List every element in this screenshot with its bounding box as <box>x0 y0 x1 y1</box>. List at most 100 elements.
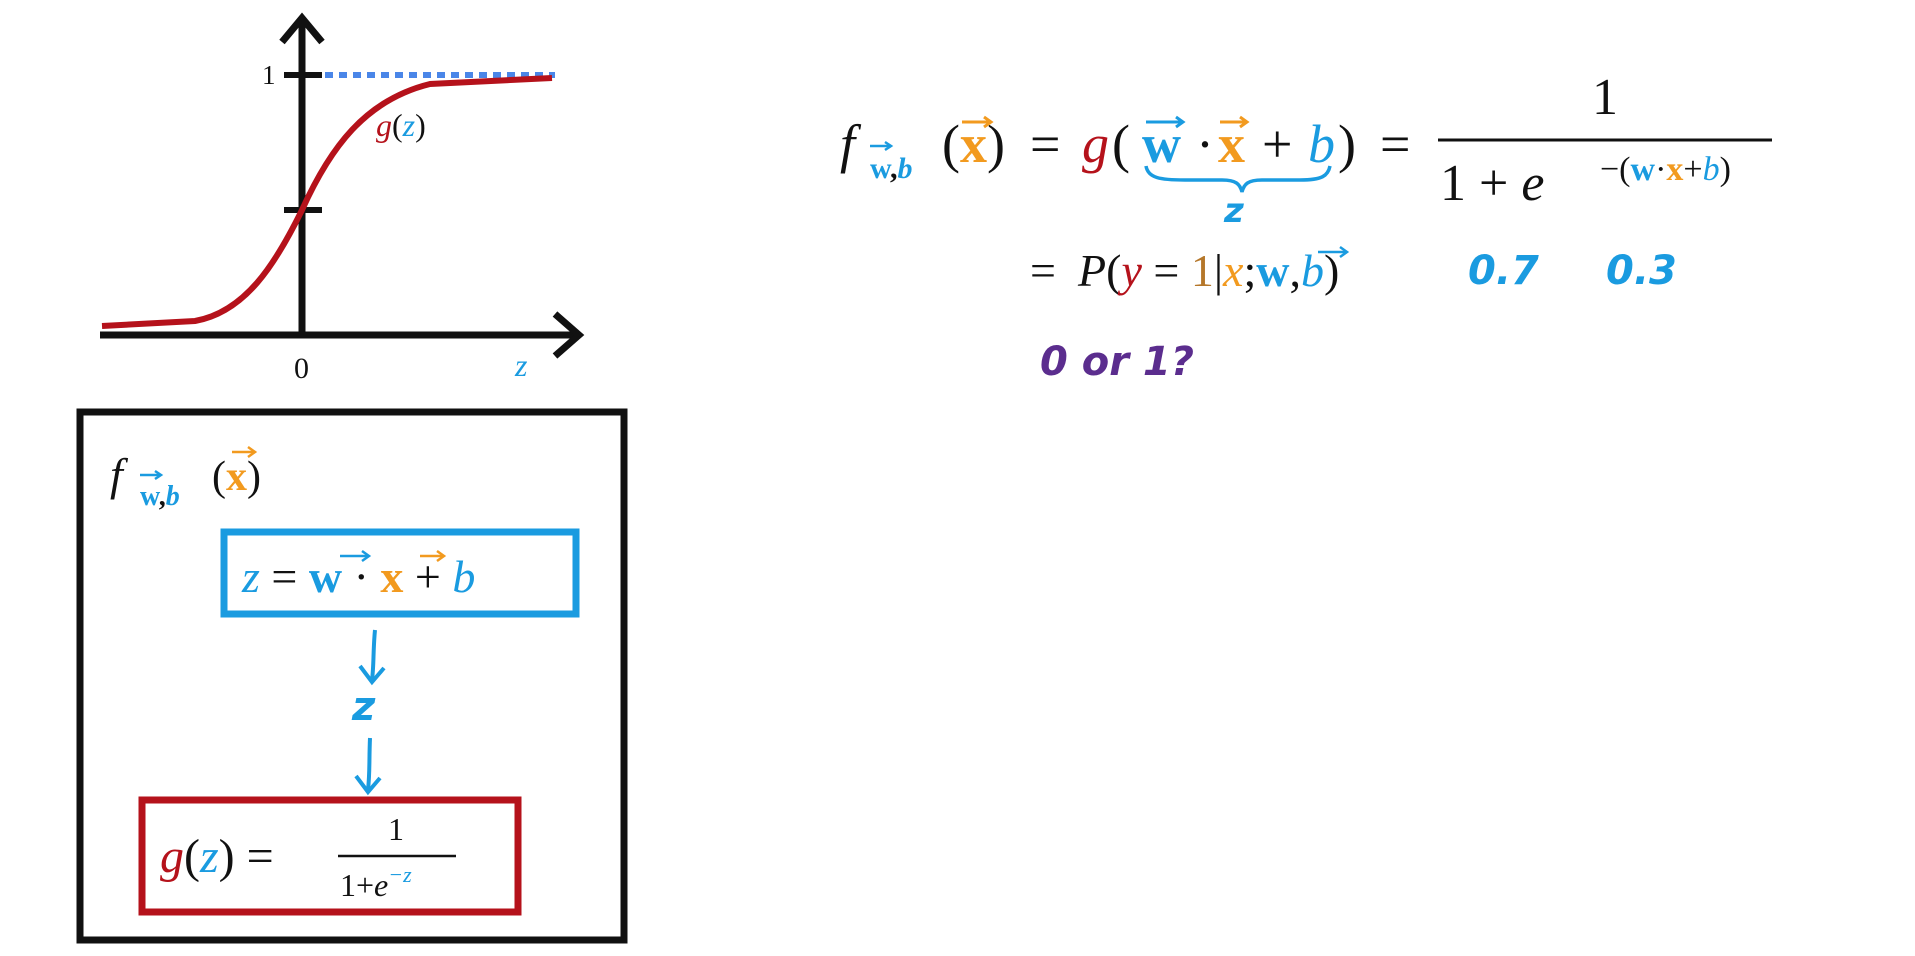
formula-exp-minus: −( <box>1600 151 1631 188</box>
sigmoid-def-g: g <box>160 830 184 883</box>
arrow-down-1-head <box>358 664 386 686</box>
formula-exp-x: x <box>1666 151 1683 188</box>
x-zero-label: 0 <box>294 352 309 385</box>
formula-sub-b: b <box>898 152 913 185</box>
formula-w: w <box>1142 114 1181 174</box>
prob-value-a: 0.7 <box>1468 248 1539 294</box>
sigmoid-curve <box>101 75 553 329</box>
formula-dot: · <box>1196 114 1214 174</box>
box-f-label: f <box>110 449 129 500</box>
y-axis-arrowhead <box>279 12 325 45</box>
curve-label-close: ) <box>415 107 426 143</box>
prob-w: w <box>1256 245 1289 296</box>
sigmoid-def-denominator: 1+e−z <box>340 862 412 903</box>
z-def-dot: · <box>342 551 380 602</box>
formula-g: g <box>1082 114 1109 174</box>
sigmoid-def-den-prefix: 1+ <box>340 867 374 903</box>
prob-comma: , <box>1289 245 1301 296</box>
box-f-subscript: w,b <box>140 481 180 512</box>
formula-x1-head <box>983 115 994 129</box>
formula-x2-head <box>1239 115 1250 129</box>
prob-P: P <box>1077 245 1106 296</box>
box-f-arg: (x) <box>212 454 261 500</box>
prob-w-head <box>1339 245 1350 259</box>
z-definition-box <box>220 528 580 618</box>
x-axis-arrowhead <box>552 311 585 359</box>
box-f-sub-comma: , <box>159 481 166 512</box>
z-def-w: w <box>309 551 342 602</box>
arrow-down-1 <box>370 629 377 681</box>
curve-label-arg: z <box>402 107 416 143</box>
formula-den-e: e <box>1521 155 1544 212</box>
z-def-x-vector-head <box>436 549 447 563</box>
formula-sub-w-head <box>884 140 894 152</box>
formula-eq1: = <box>1030 114 1060 174</box>
sigmoid-def-numerator: 1 <box>388 811 404 847</box>
formula-eq2: = <box>1380 114 1410 174</box>
box-f-sub-w: w <box>140 481 161 512</box>
arrow-down-2-head <box>354 774 382 796</box>
prob-open: ( <box>1106 245 1121 296</box>
prob-eq: = <box>1030 245 1056 296</box>
formula-exp-dot: · <box>1655 151 1666 188</box>
probability-interpretation: = P(y = 1|x;w,b) 0.7 0.3 <box>1030 245 1677 296</box>
box-f-symbol: f <box>110 449 129 500</box>
sigmoid-def-den-exp: −z <box>388 862 412 887</box>
curve-label-open: ( <box>392 107 403 143</box>
formula-plus: + <box>1262 114 1292 174</box>
formula-w-head <box>1175 115 1186 129</box>
formula-exp-close: ) <box>1720 151 1731 188</box>
formula-open2: ( <box>1112 114 1130 174</box>
model-pipeline-box: f w,b (x) z = w · x + b z g(z) = 1 <box>76 408 628 944</box>
z-def-w-vector-head <box>361 549 372 563</box>
formula-frac-numerator: 1 <box>1592 69 1618 126</box>
formula-underbrace <box>1144 165 1332 193</box>
prob-eq-inner: = <box>1142 245 1191 296</box>
formula-subscript: w,b <box>870 152 913 185</box>
arrow-down-2 <box>366 737 372 791</box>
prob-x: x <box>1222 245 1244 296</box>
outer-box <box>76 408 628 944</box>
sigmoid-def-eq: = <box>235 830 274 883</box>
box-f-sub-b: b <box>166 481 180 512</box>
z-def-z: z <box>241 551 260 602</box>
formula-exp-plus: + <box>1683 151 1702 188</box>
prob-bar: | <box>1214 245 1223 296</box>
box-f-w-vector-head <box>154 469 164 481</box>
prob-b: b <box>1301 245 1324 296</box>
prob-expression: P(y = 1|x;w,b) <box>1077 245 1339 296</box>
x-axis-variable: z <box>514 347 528 383</box>
box-f-x-vector-head <box>247 445 258 459</box>
sigmoid-def-lhs: g(z) = <box>160 830 274 883</box>
z-def-plus: + <box>403 551 452 602</box>
formula-sub-w: w <box>870 152 892 185</box>
sigmoid-def-den-e: e <box>374 867 388 903</box>
sigmoid-graph: 1 0 z g(z) <box>100 12 585 385</box>
intermediate-z: z <box>351 684 376 730</box>
prob-semi: ; <box>1243 245 1256 296</box>
z-def-eq: = <box>260 551 309 602</box>
sigmoid-def-open: ( <box>184 830 200 883</box>
box-f-x: x <box>226 454 247 500</box>
z-definition: z = w · x + b <box>241 551 475 602</box>
prob-value-b: 0.3 <box>1606 248 1677 294</box>
box-f-open: ( <box>212 454 226 500</box>
sigmoid-def-z: z <box>199 830 219 883</box>
binary-question: 0 or 1? <box>1040 339 1194 385</box>
formula-open1: ( <box>942 114 960 174</box>
formula-close2: ) <box>1338 114 1356 174</box>
curve-label: g(z) <box>376 107 426 143</box>
formula-part1: (x) <box>942 114 1005 174</box>
formula-part2: ( <box>1112 114 1130 174</box>
formula-exp-b: b <box>1703 151 1720 188</box>
z-def-b: b <box>452 551 475 602</box>
box-f-close: ) <box>247 454 261 500</box>
formula-brace-label: z <box>1223 191 1244 231</box>
sigmoid-def-close: ) <box>219 830 235 883</box>
formula-x2: x <box>1218 114 1245 174</box>
formula-sub-comma: , <box>890 152 898 185</box>
sigmoid-definition-box <box>138 796 522 916</box>
curve-label-func: g <box>376 107 392 143</box>
y-tick-one-label: 1 <box>262 60 276 90</box>
